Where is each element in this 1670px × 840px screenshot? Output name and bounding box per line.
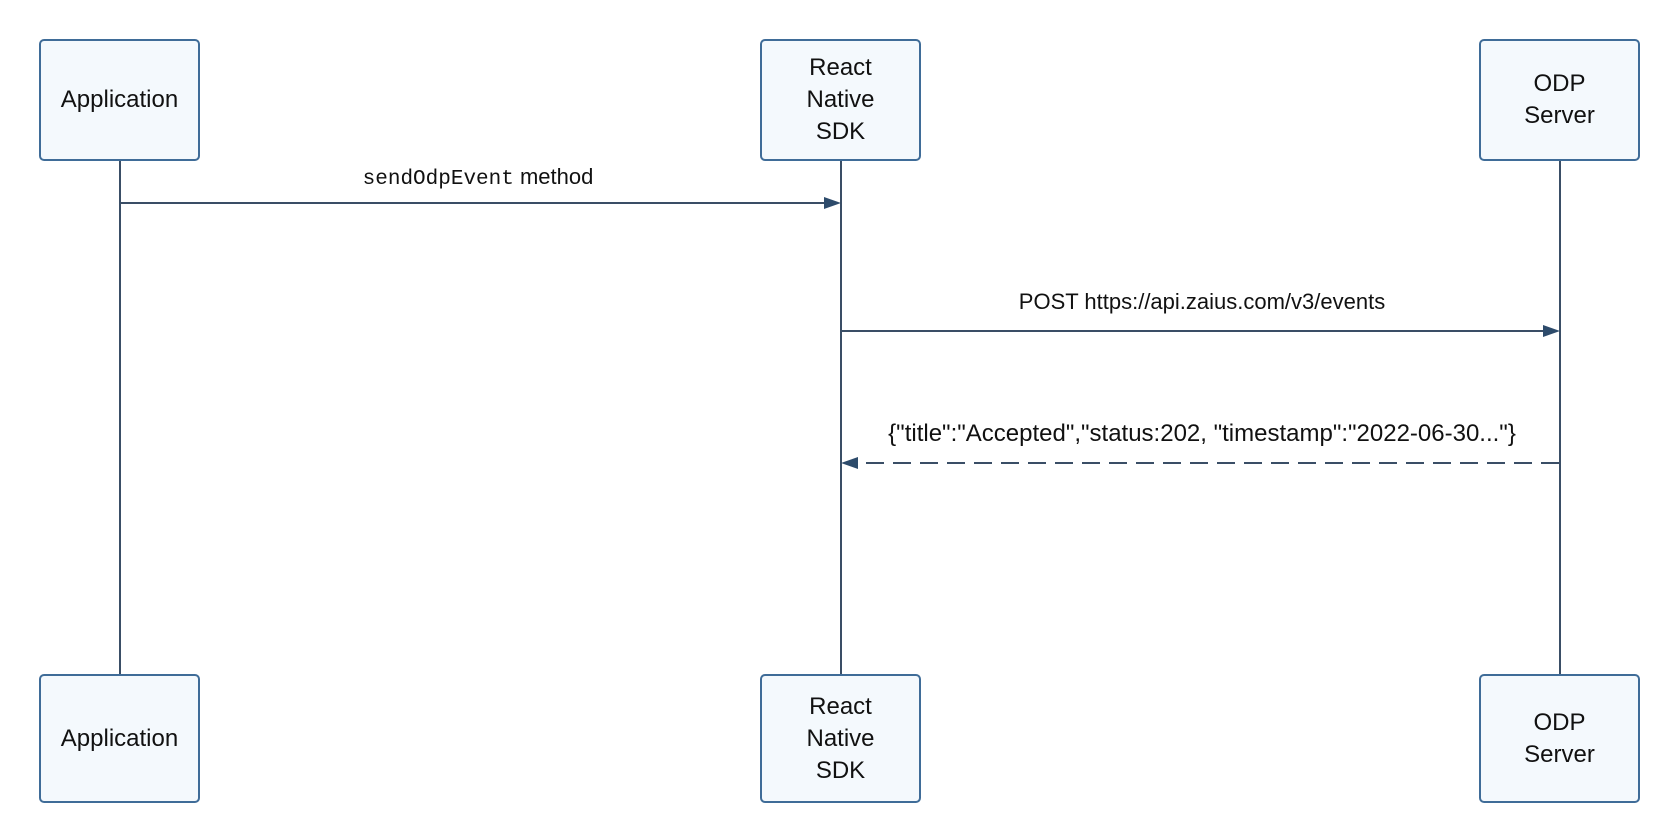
participant-label: ODP Server	[1524, 70, 1595, 129]
message-label-send-odp-event: sendOdpEvent method	[363, 164, 594, 191]
participant-label: ODP Server	[1524, 708, 1595, 768]
method-suffix: method	[513, 164, 594, 189]
participant-odp-server-bottom: ODP Server	[1479, 674, 1640, 803]
participant-react-native-sdk-bottom: React Native SDK	[760, 674, 921, 803]
arrowhead-post-events	[1543, 325, 1560, 337]
lifeline-react-native-sdk	[840, 161, 842, 674]
arrowhead-send-odp-event	[824, 197, 841, 209]
participant-odp-server-top: ODP Server	[1479, 39, 1640, 161]
participant-label: React Native SDK	[806, 692, 875, 784]
participant-label: React Native SDK	[806, 54, 875, 145]
participant-label: Application	[60, 86, 179, 113]
lifeline-application	[119, 161, 121, 674]
method-name: sendOdpEvent	[362, 168, 514, 191]
participant-application-top: Application	[39, 39, 200, 161]
participant-label: Application	[60, 724, 179, 752]
lifeline-odp-server	[1559, 161, 1561, 674]
arrowhead-response	[841, 457, 858, 469]
participant-application-bottom: Application	[39, 674, 200, 803]
message-label-response: {"title":"Accepted","status:202, "timest…	[888, 420, 1516, 447]
message-label-post-events: POST https://api.zaius.com/v3/events	[1018, 289, 1386, 314]
participant-react-native-sdk-top: React Native SDK	[760, 39, 921, 161]
